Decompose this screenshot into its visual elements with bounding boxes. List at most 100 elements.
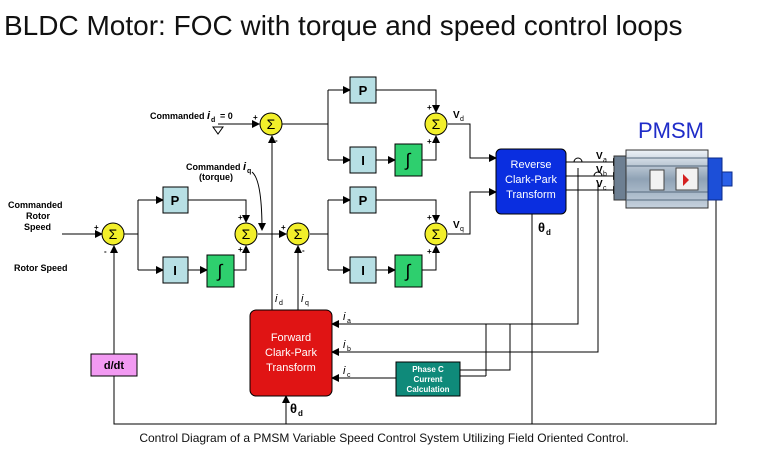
vq-sub: q (460, 226, 464, 233)
id-feedback-label: i (275, 293, 278, 305)
sum-symbol: Σ (432, 226, 441, 242)
integral-icon: ∫ (404, 261, 412, 281)
vb-sub: b (603, 171, 607, 178)
rotor-speed-label: Rotor Speed (14, 263, 68, 273)
diagram-caption: Control Diagram of a PMSM Variable Speed… (139, 431, 629, 445)
va-label: V (596, 151, 603, 162)
p-label: P (359, 193, 368, 208)
sign-plus: + (253, 113, 258, 122)
phase-c-line1: Phase C (412, 365, 444, 374)
reverse-label-line3: Transform (506, 189, 556, 201)
ic-label: i (343, 365, 346, 377)
forward-label-line2: Clark-Park (265, 347, 317, 359)
i-block-q (349, 256, 377, 284)
sign-plus: + (238, 245, 243, 254)
commanded-speed-line3: Speed (24, 222, 51, 232)
forward-clark-park-block (249, 309, 333, 397)
vd-label: V (453, 110, 460, 121)
sum-junction-iq (234, 222, 258, 246)
commanded-id-sub: d (211, 117, 215, 124)
sign-plus: + (427, 103, 432, 112)
page-title: BLDC Motor: FOC with torque and speed co… (4, 10, 683, 41)
sign-plus: + (94, 223, 99, 232)
p-block-d (349, 76, 377, 104)
commanded-id-value: = 0 (220, 111, 233, 121)
theta-forward-sub: d (298, 409, 303, 418)
i-block-speed (162, 256, 189, 284)
theta-reverse-sub: d (546, 228, 551, 237)
integrator-block-d (394, 143, 423, 177)
ib-sub: b (347, 346, 351, 353)
p-block-q (349, 186, 377, 214)
integrator-block-q (394, 254, 423, 288)
reverse-label-line2: Clark-Park (505, 174, 557, 186)
line-hops (573, 157, 603, 177)
iq-feedback-sub: q (305, 300, 309, 307)
integral-icon: ∫ (404, 150, 412, 170)
connection-lines (62, 86, 717, 425)
sum-symbol: Σ (294, 226, 303, 242)
ia-sub: a (347, 318, 351, 325)
sum-symbol: Σ (109, 226, 118, 242)
commanded-iq-label: Commanded (186, 162, 241, 172)
theta-forward-label: θ (290, 401, 297, 416)
commanded-iq-note: (torque) (199, 172, 233, 182)
commanded-speed-line1: Commanded (8, 200, 63, 210)
derivative-label: d/dt (104, 360, 124, 372)
sign-plus: + (427, 247, 432, 256)
sum-junction-speed (101, 222, 125, 246)
ia-label: i (343, 311, 346, 323)
commanded-id-symbol: i (207, 110, 211, 122)
ib-label: i (343, 339, 346, 351)
integral-icon: ∫ (216, 261, 224, 281)
forward-label-line3: Transform (266, 362, 316, 374)
sign-plus: + (427, 137, 432, 146)
integrator-block-speed (206, 254, 235, 288)
p-label: P (359, 83, 368, 98)
ic-sub: c (347, 372, 351, 379)
commanded-id-label: Commanded (150, 111, 205, 121)
pmsm-label: PMSM (638, 118, 704, 143)
forward-label-line1: Forward (271, 332, 311, 344)
p-blocks: P P P (162, 76, 377, 214)
sign-minus: - (302, 246, 305, 255)
sum-junction-vd (424, 112, 448, 136)
phase-c-calculation-block (395, 361, 461, 397)
commanded-speed-line2: Rotor (26, 211, 50, 221)
sign-minus: - (275, 136, 278, 145)
sign-plus: + (238, 213, 243, 222)
p-label: P (171, 193, 180, 208)
sum-symbol: Σ (242, 226, 251, 242)
i-label: I (361, 263, 365, 278)
sum-junction-id (259, 112, 283, 136)
sum-symbol: Σ (267, 116, 276, 132)
vq-label: V (453, 220, 460, 231)
vb-label: V (596, 165, 603, 176)
sign-plus: + (281, 223, 286, 232)
id-feedback-sub: d (279, 300, 283, 307)
iq-feedback-label: i (301, 293, 304, 305)
motor-icon (613, 149, 733, 209)
phase-c-line2: Current (414, 375, 443, 384)
sign-plus: + (427, 213, 432, 222)
i-blocks: I I I (162, 146, 377, 284)
sign-minus: - (104, 247, 107, 256)
reverse-label-line1: Reverse (511, 159, 552, 171)
theta-reverse-label: θ (538, 220, 545, 235)
i-label: I (361, 153, 365, 168)
ground-icon (212, 123, 238, 135)
derivative-block (90, 353, 138, 377)
i-label: I (173, 263, 177, 278)
commanded-iq-symbol: i (243, 161, 247, 173)
vd-sub: d (460, 116, 464, 123)
phase-c-line3: Calculation (406, 385, 449, 394)
i-block-d (349, 146, 377, 174)
reverse-clark-park-block (495, 148, 567, 215)
commanded-iq-sub: q (247, 168, 251, 175)
vc-sub: c (603, 185, 607, 192)
vc-label: V (596, 179, 603, 190)
sum-junctions: Σ Σ Σ Σ Σ Σ (101, 112, 448, 246)
sum-junction-vq (424, 222, 448, 246)
p-block-speed (162, 186, 189, 214)
